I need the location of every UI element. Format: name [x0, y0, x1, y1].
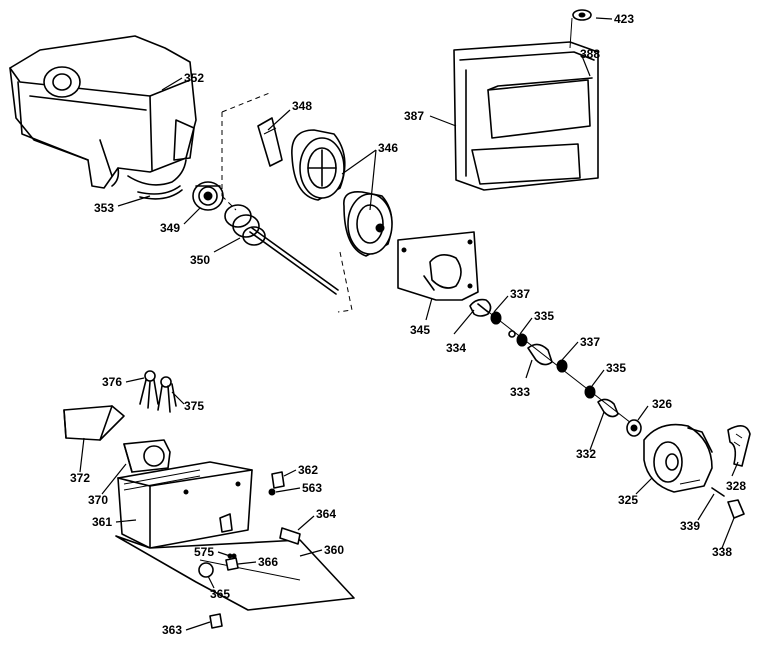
- label-387: 387: [404, 109, 424, 123]
- label-325: 325: [618, 493, 638, 507]
- label-338: 338: [712, 545, 732, 559]
- part-346-crusher-drums: [291, 129, 393, 257]
- label-370: 370: [88, 493, 108, 507]
- part-563-screw: [268, 488, 276, 496]
- part-349-bearing: [192, 181, 224, 211]
- part-360-base-plate: [115, 535, 355, 611]
- callout-labels: 423 388 387 352 348 346 353 349 350 345 …: [70, 12, 746, 637]
- label-423: 423: [614, 12, 634, 26]
- part-423-fastener: [569, 9, 592, 49]
- part-388-door-panel: [487, 77, 593, 139]
- shaft-axis-line: [485, 309, 641, 431]
- part-339-pin: [711, 487, 725, 497]
- part-334-blade: [469, 298, 492, 317]
- label-350: 350: [190, 253, 210, 267]
- label-335-b: 335: [606, 361, 626, 375]
- part-350-auger: [224, 204, 339, 295]
- label-339: 339: [680, 519, 700, 533]
- part-338-clip: [727, 499, 745, 519]
- label-349: 349: [160, 221, 180, 235]
- label-333: 333: [510, 385, 530, 399]
- label-335-a: 335: [534, 309, 554, 323]
- label-363: 363: [162, 623, 182, 637]
- part-375-wire-harness: [157, 376, 177, 413]
- label-353: 353: [94, 201, 114, 215]
- part-352-ice-bucket: [9, 35, 197, 189]
- part-364-connector: [279, 527, 301, 545]
- label-337-b: 337: [580, 335, 600, 349]
- label-332: 332: [576, 447, 596, 461]
- label-328: 328: [726, 479, 746, 493]
- label-326: 326: [652, 397, 672, 411]
- label-361: 361: [92, 515, 112, 529]
- label-345: 345: [410, 323, 430, 337]
- part-325-housing: [643, 423, 713, 493]
- label-563: 563: [302, 481, 322, 495]
- label-575: 575: [194, 545, 214, 559]
- part-345-mounting-plate: [397, 231, 479, 301]
- part-363-plug: [209, 613, 223, 629]
- label-376: 376: [102, 375, 122, 389]
- label-360: 360: [324, 543, 344, 557]
- part-361-control-box: [117, 461, 253, 549]
- label-365: 365: [210, 587, 230, 601]
- callout-leaders: [79, 17, 739, 631]
- part-332-blade: [597, 398, 619, 418]
- part-353-wire: [137, 185, 183, 200]
- part-348-flap: [257, 117, 283, 167]
- part-370-motor: [123, 439, 171, 473]
- label-388: 388: [580, 47, 600, 61]
- part-328-lever: [727, 425, 751, 467]
- label-337-a: 337: [510, 287, 530, 301]
- part-366-switch: [225, 557, 239, 571]
- label-364: 364: [316, 507, 336, 521]
- part-376-wire-harness: [139, 370, 159, 409]
- label-366: 366: [258, 555, 278, 569]
- label-362: 362: [298, 463, 318, 477]
- part-362-clip: [271, 471, 285, 489]
- part-335-bushing-a: [508, 330, 528, 347]
- part-372-cover: [63, 405, 125, 441]
- dashed-group-frame: [221, 91, 353, 313]
- label-375: 375: [184, 399, 204, 413]
- label-352: 352: [184, 71, 204, 85]
- part-326-nut: [626, 419, 642, 437]
- label-372: 372: [70, 471, 90, 485]
- label-346: 346: [378, 141, 398, 155]
- label-334: 334: [446, 341, 466, 355]
- label-348: 348: [292, 99, 312, 113]
- part-365-knob: [198, 562, 214, 578]
